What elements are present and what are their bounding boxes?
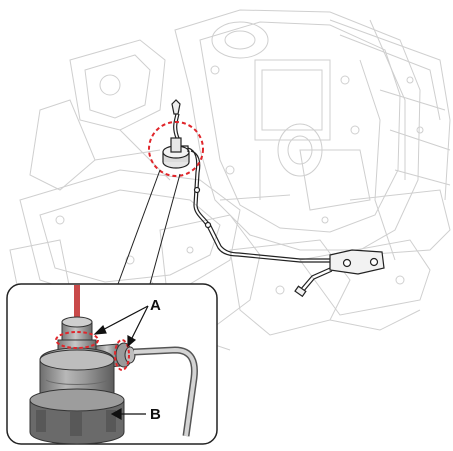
callout-a-arrows	[93, 305, 149, 348]
inset-o-ring-highlights	[55, 331, 130, 371]
sensor-connector-pigtail	[171, 99, 181, 139]
callout-label-a: A	[150, 297, 161, 314]
sensor-small	[162, 137, 190, 169]
callout-label-b: B	[150, 406, 161, 423]
background-bolt-holes	[55, 65, 424, 295]
tube-bracket	[294, 249, 385, 298]
sensor-highlight-circle	[148, 121, 204, 177]
inset-leader-lines	[117, 169, 181, 285]
brake-tube-line	[187, 147, 332, 263]
callout-b-arrow	[110, 407, 146, 421]
